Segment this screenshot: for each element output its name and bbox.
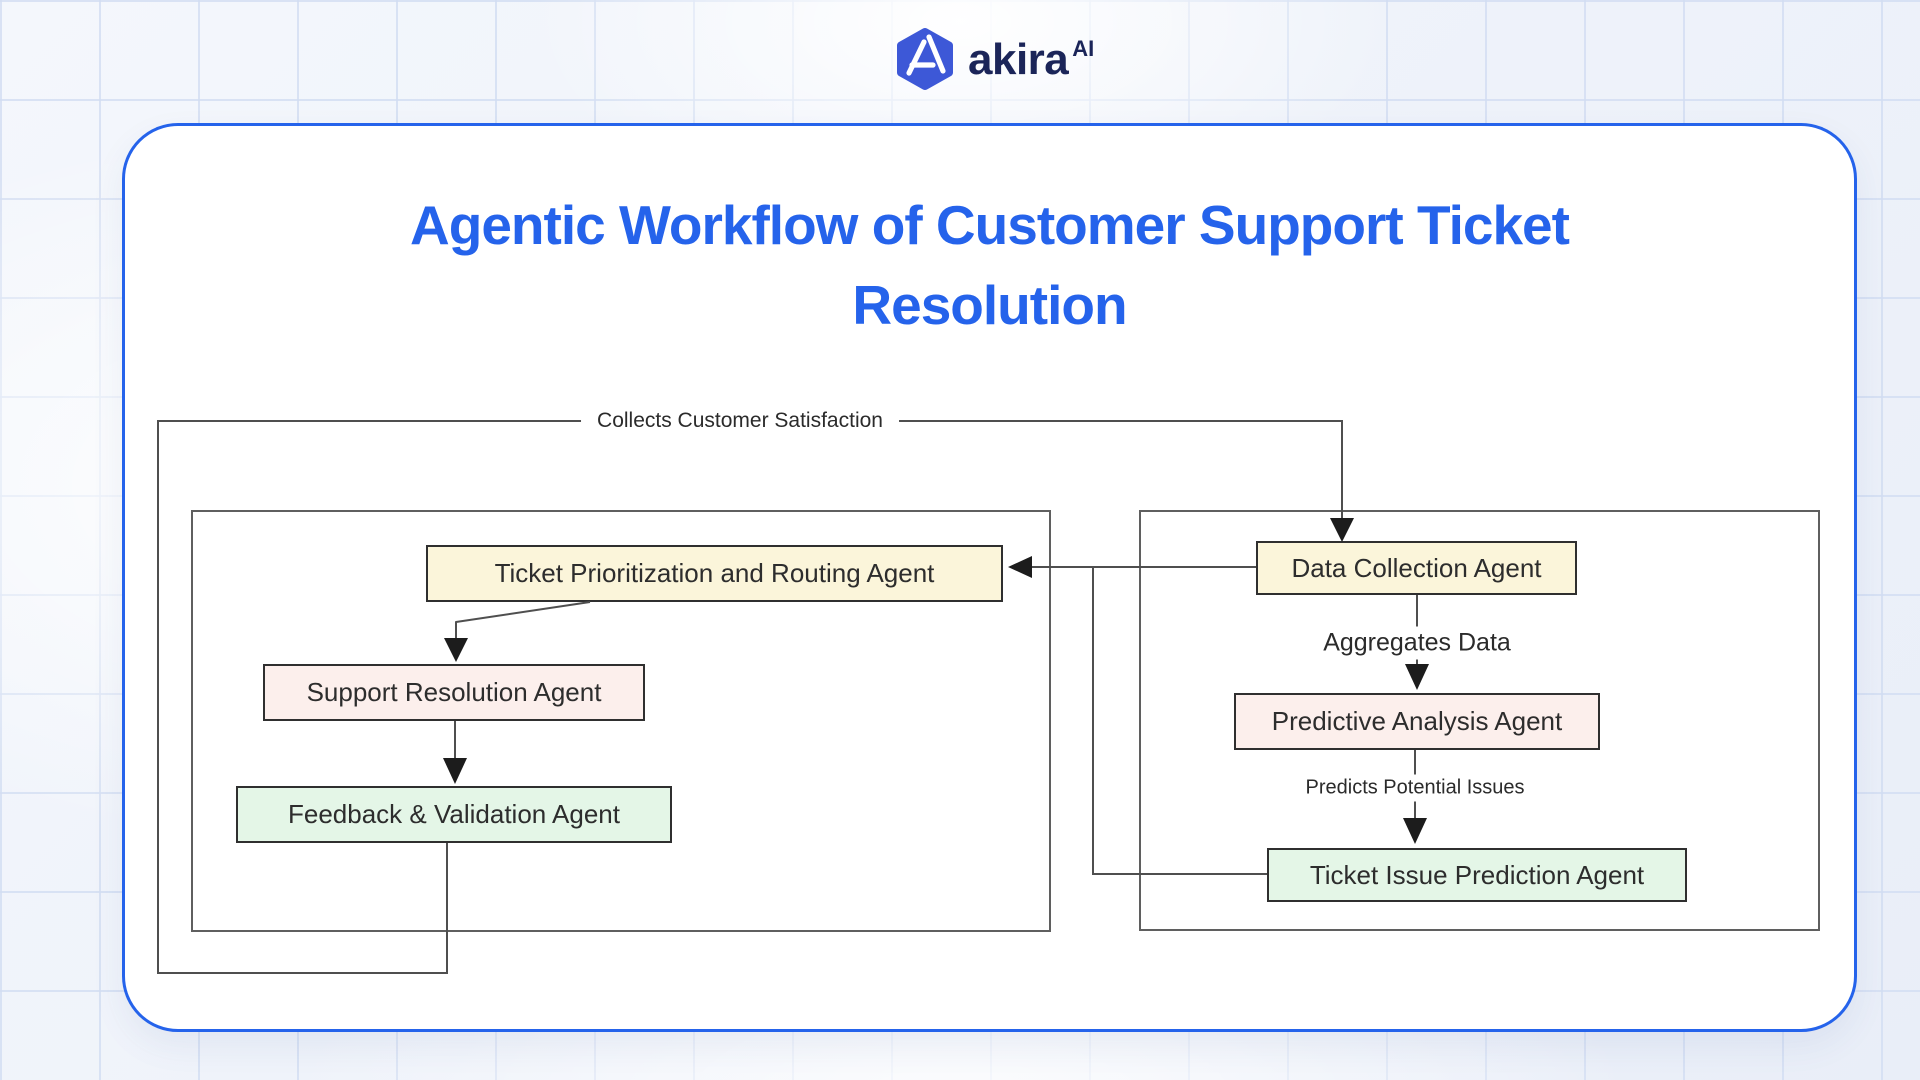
akira-hexagon-icon (897, 28, 953, 90)
brand-text: akira (968, 35, 1069, 84)
node-support-resolution-agent: Support Resolution Agent (263, 664, 645, 721)
node-ticket-prioritization-routing-agent: Ticket Prioritization and Routing Agent (426, 545, 1003, 602)
logo-a-glyph (906, 34, 946, 76)
page-title: Agentic Workflow of Customer Support Tic… (122, 185, 1857, 345)
node-data-collection-agent: Data Collection Agent (1256, 541, 1577, 595)
hexagon-shape (897, 28, 953, 90)
node-ticket-issue-prediction-agent: Ticket Issue Prediction Agent (1267, 848, 1687, 902)
page-title-line1: Agentic Workflow of Customer Support Tic… (410, 194, 1570, 256)
edge-label-predicts-potential-issues: Predicts Potential Issues (1295, 774, 1535, 802)
page-title-line2: Resolution (852, 274, 1127, 336)
edge-label-aggregates-data: Aggregates Data (1311, 626, 1523, 660)
edge-label-collects-customer-satisfaction: Collects Customer Satisfaction (581, 407, 899, 435)
node-feedback-validation-agent: Feedback & Validation Agent (236, 786, 672, 843)
node-predictive-analysis-agent: Predictive Analysis Agent (1234, 693, 1600, 750)
brand-suffix: AI (1072, 36, 1095, 61)
